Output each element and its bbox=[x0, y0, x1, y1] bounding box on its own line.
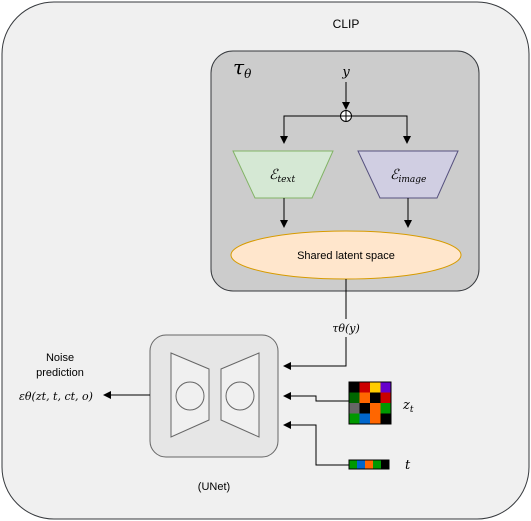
z-t-cell bbox=[359, 392, 370, 403]
z-t-cell bbox=[349, 392, 360, 403]
z-t-cell bbox=[380, 403, 391, 414]
t-cell bbox=[349, 460, 357, 469]
z-t-cell bbox=[370, 382, 381, 393]
latent-to-unet-edge bbox=[283, 279, 347, 370]
z-t-cell bbox=[380, 392, 391, 403]
t-cell bbox=[373, 460, 381, 469]
z-t-cell bbox=[370, 413, 381, 424]
t-cell bbox=[357, 460, 365, 469]
z-t-cell bbox=[380, 382, 391, 393]
tau-subscript: θ bbox=[244, 67, 252, 81]
tau-label: τθ bbox=[233, 55, 252, 81]
z-t-grid bbox=[348, 381, 392, 425]
z-t-cell bbox=[370, 403, 381, 414]
z-t-subscript: t bbox=[410, 405, 414, 415]
z-t-cell bbox=[359, 413, 370, 424]
z-t-symbol: z bbox=[402, 398, 410, 413]
z-t-to-unet-edge bbox=[283, 392, 349, 402]
z-t-cell bbox=[380, 413, 391, 424]
unet-label: (UNet) bbox=[198, 481, 230, 493]
tau-symbol: τ bbox=[233, 55, 245, 79]
z-t-cell bbox=[370, 392, 381, 403]
sum-node bbox=[340, 110, 352, 122]
sum-to-image-encoder-edge bbox=[351, 115, 411, 144]
text-encoder-symbol: ℰ bbox=[269, 167, 279, 183]
t-strip bbox=[348, 459, 390, 470]
noise-prediction-line1: Noise bbox=[46, 352, 74, 364]
tau-of-y-label: τθ(y) bbox=[332, 322, 360, 335]
clip-label: CLIP bbox=[333, 17, 360, 31]
image-encoder-shape bbox=[357, 150, 459, 199]
text-encoder-shape bbox=[232, 150, 334, 199]
noise-prediction-line2: prediction bbox=[36, 367, 84, 379]
t-label: t bbox=[405, 458, 411, 473]
text-encoder-subscript: text bbox=[277, 175, 295, 185]
t-cell bbox=[365, 460, 373, 469]
z-t-cell bbox=[359, 382, 370, 393]
z-t-label: zt bbox=[402, 398, 414, 415]
z-t-cell bbox=[349, 413, 360, 424]
tau-of-y-label-bg bbox=[329, 319, 363, 337]
input-y-label: y bbox=[341, 65, 350, 80]
text-encoder-label: ℰtext bbox=[269, 167, 296, 185]
unet-decoder-circle bbox=[225, 381, 255, 411]
t-cell bbox=[381, 460, 389, 469]
z-t-border bbox=[348, 381, 392, 425]
noise-prediction-formula: εθ(zt, t, ct, o) bbox=[19, 390, 93, 403]
image-encoder-label: ℰimage bbox=[390, 167, 426, 185]
unet-encoder-circle bbox=[175, 381, 205, 411]
z-t-cell bbox=[359, 403, 370, 414]
image-encoder-subscript: image bbox=[398, 175, 426, 185]
sum-to-text-encoder-edge bbox=[280, 115, 341, 144]
shared-latent-label: Shared latent space bbox=[297, 250, 395, 262]
z-t-cell bbox=[349, 403, 360, 414]
tau-container bbox=[210, 50, 480, 292]
image-encoder-symbol: ℰ bbox=[390, 167, 400, 183]
t-to-unet-edge bbox=[283, 421, 349, 466]
z-t-cell bbox=[349, 382, 360, 393]
